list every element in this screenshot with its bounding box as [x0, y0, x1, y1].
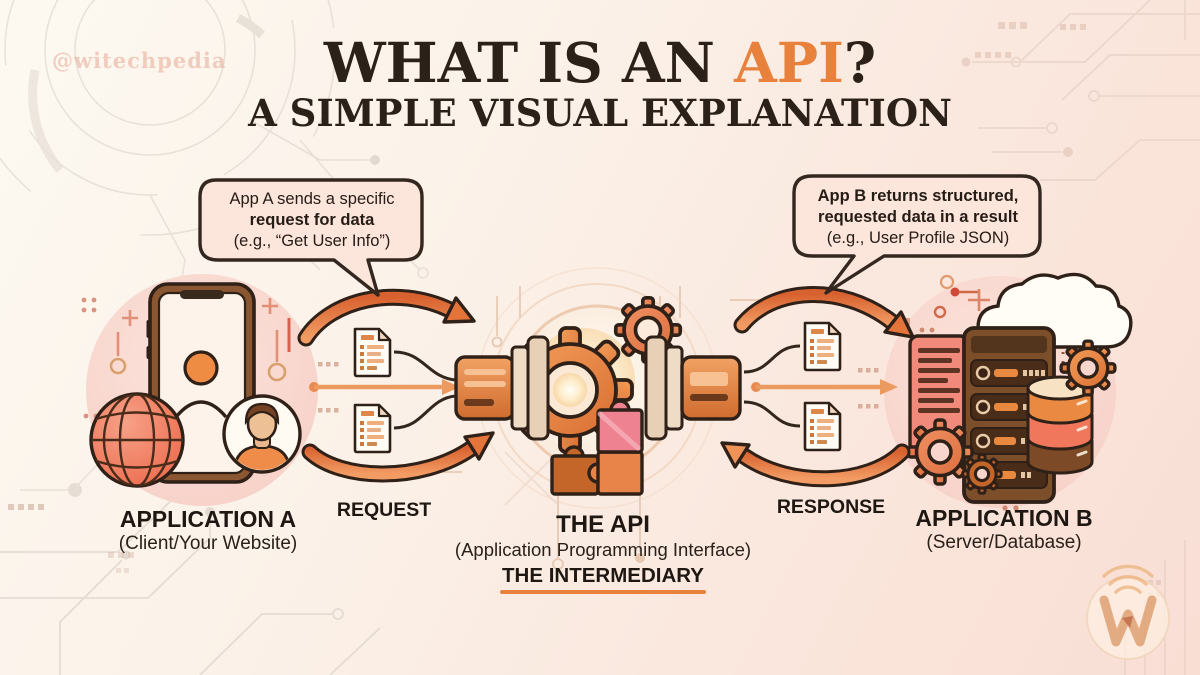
user-icon	[174, 350, 228, 419]
plug-right-icon	[644, 335, 742, 441]
app-b-title: APPLICATION B	[915, 505, 1093, 531]
title-highlight: API	[734, 30, 844, 95]
doc-connector-line	[393, 350, 457, 382]
circuit-decoration-bottom-left	[0, 479, 381, 675]
page-title: WHAT IS AN API?	[0, 34, 1200, 91]
app-b-subtitle: (Server/Database)	[926, 532, 1082, 553]
request-flow	[297, 288, 495, 483]
title-prefix: WHAT IS AN	[323, 30, 735, 95]
response-line-arrow-icon	[751, 379, 898, 395]
request-document-icon	[353, 327, 392, 378]
page-subtitle: A SIMPLE VISUAL EXPLANATION	[248, 91, 952, 136]
avatar-icon	[222, 394, 302, 474]
watermark: @witechpedia	[52, 48, 227, 73]
app-b-illustration	[884, 272, 1133, 511]
gear-b-small-icon	[961, 453, 1003, 495]
request-document2-icon	[353, 403, 392, 454]
request-speech-bubble: App A sends a specific request for data …	[200, 189, 424, 252]
response-document-icon	[803, 321, 842, 372]
response-bubble-line2: requested data in a result	[818, 208, 1018, 226]
request-bubble-line1: App A sends a specific	[229, 190, 395, 208]
api-role: THE INTERMEDIARY	[502, 564, 704, 587]
gear-b-right-icon	[1059, 339, 1117, 397]
doc-connector-line	[743, 344, 801, 374]
app-a-title: APPLICATION A	[119, 506, 297, 532]
response-speech-bubble: App B returns structured, requested data…	[794, 186, 1042, 249]
response-flow	[720, 286, 915, 488]
plug-left-icon	[454, 335, 550, 441]
brand-logo-icon	[1086, 564, 1170, 660]
title-suffix: ?	[843, 30, 877, 95]
puzzle-icon	[550, 399, 644, 496]
response-bubble-shape	[792, 174, 1042, 295]
database-icon	[1026, 375, 1094, 475]
doc-connector-line	[393, 394, 457, 430]
response-label: RESPONSE	[776, 496, 886, 518]
intermediary-underline	[500, 590, 706, 594]
request-bubble-line3: (e.g., “Get User Info”)	[233, 232, 391, 250]
gear-b-bottom-icon	[906, 418, 974, 486]
globe-icon	[89, 392, 185, 488]
response-bubble-line3: (e.g., User Profile JSON)	[826, 229, 1010, 247]
api-subtitle: (Application Programming Interface)	[454, 539, 752, 560]
api-title: THE API	[556, 511, 650, 538]
request-bubble-shape	[198, 178, 424, 297]
doc-connector-line	[743, 400, 801, 428]
request-bubble-line2: request for data	[249, 211, 375, 229]
app-a-illustration	[81, 274, 318, 506]
title-block: WHAT IS AN API? A SIMPLE VISUAL EXPLANAT…	[0, 34, 1200, 134]
app-a-subtitle: (Client/Your Website)	[118, 533, 298, 554]
request-line-arrow-icon	[309, 379, 460, 395]
app-a-decorations	[81, 297, 291, 419]
request-label: REQUEST	[336, 499, 432, 521]
app-b-decorations	[903, 274, 1019, 511]
response-document2-icon	[803, 401, 842, 452]
response-bubble-line1: App B returns structured,	[817, 187, 1019, 205]
